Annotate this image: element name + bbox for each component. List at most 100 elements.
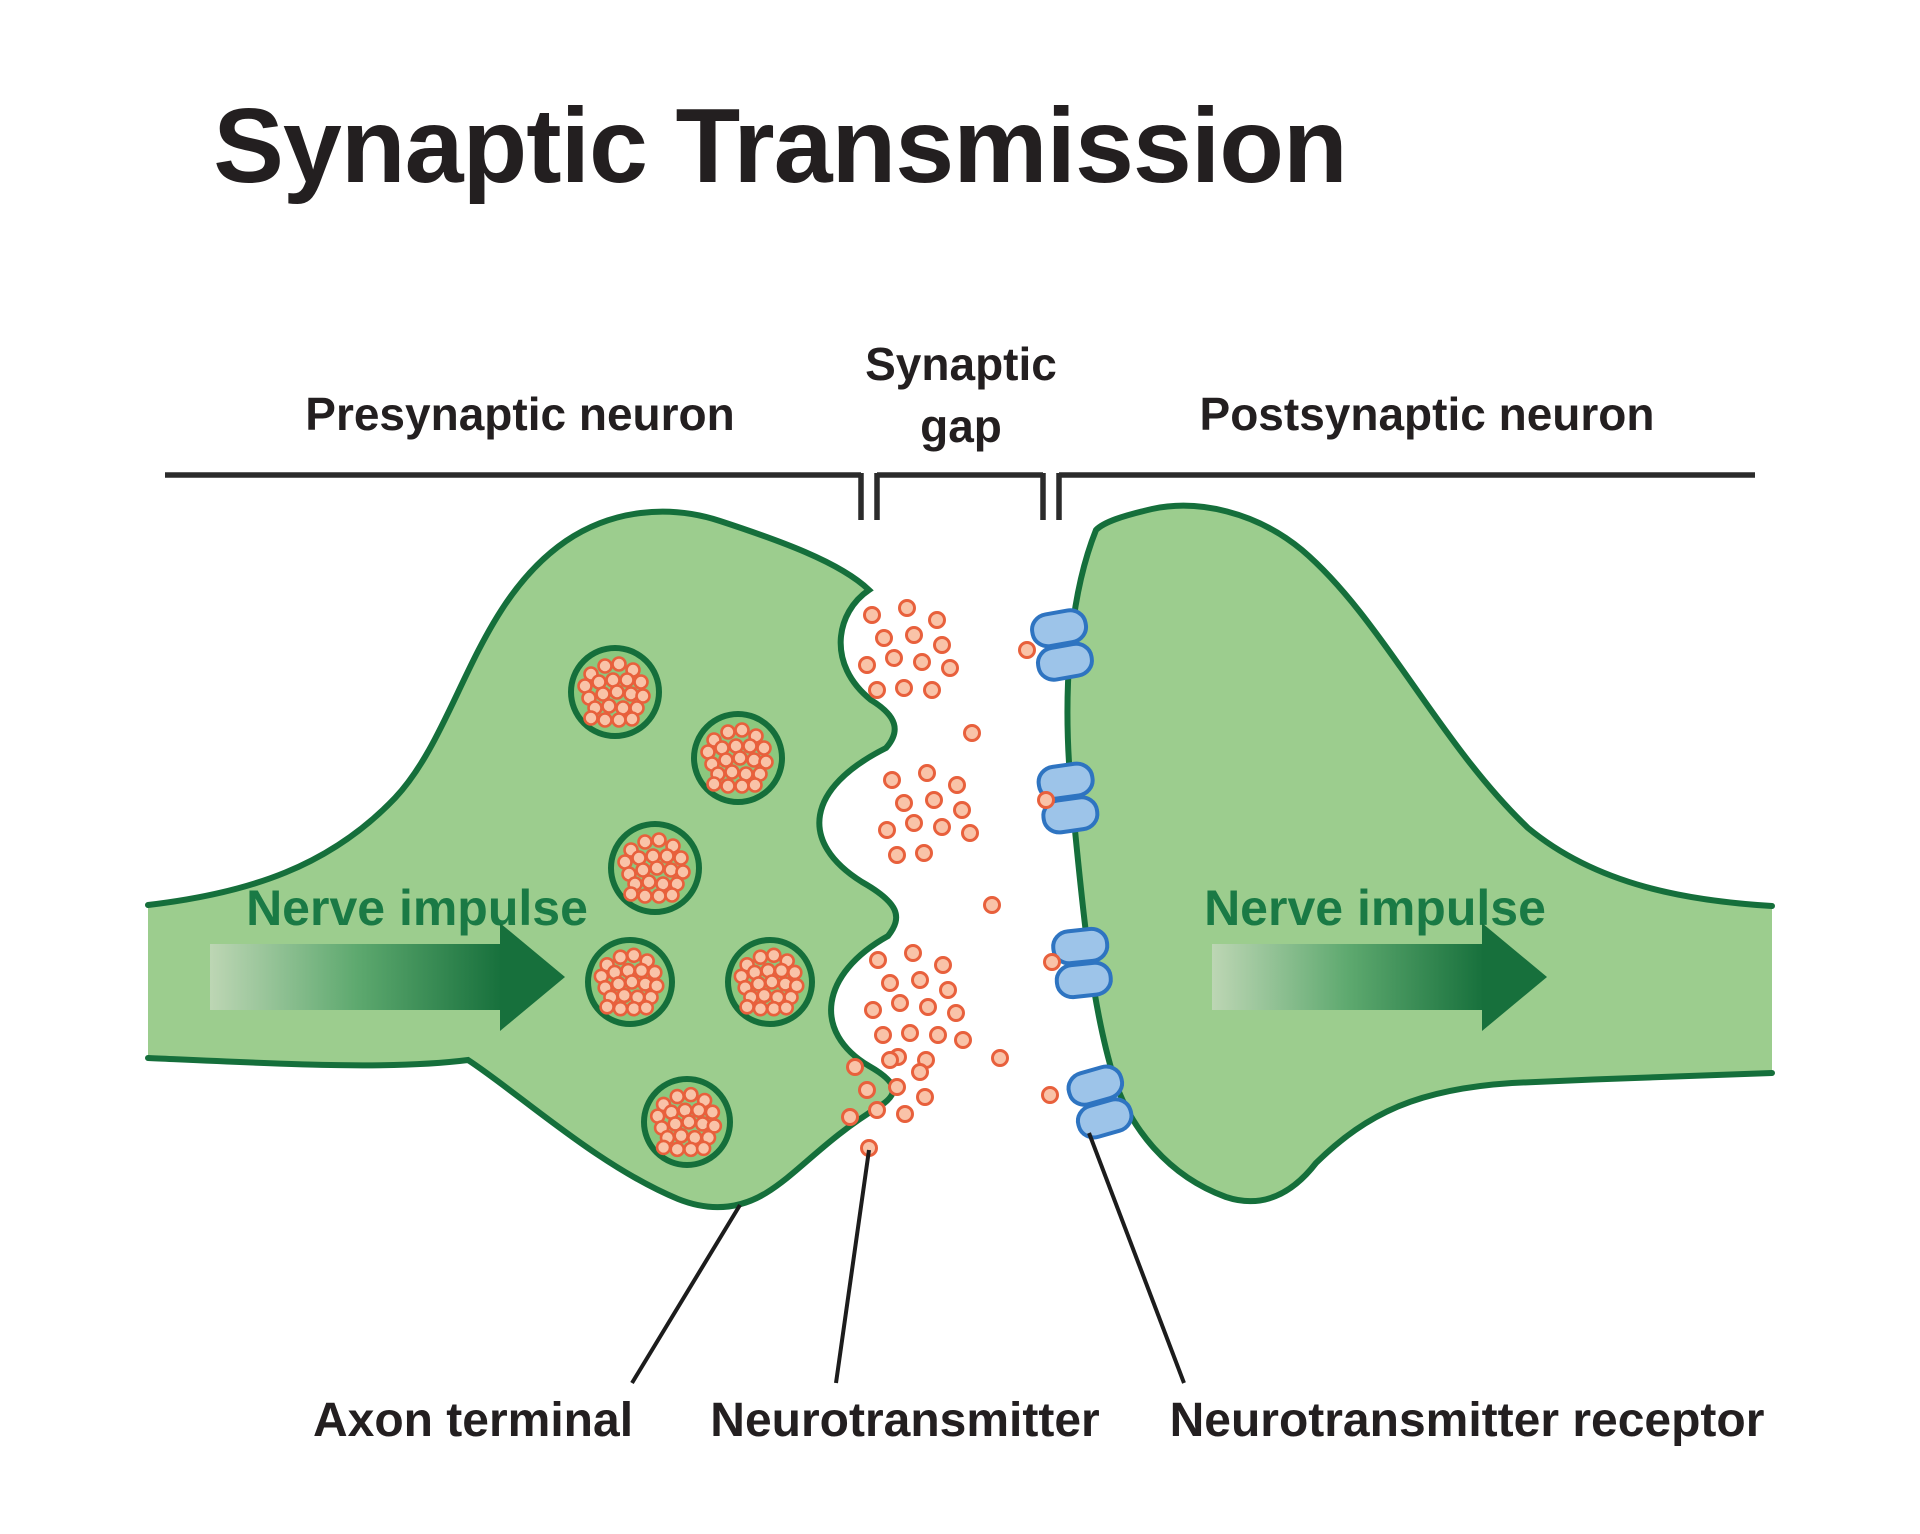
neurotransmitter-molecule [720, 778, 736, 794]
page-title: Synaptic Transmission [213, 87, 1347, 205]
label-neurotransmitter: Neurotransmitter [710, 1394, 1099, 1447]
neurotransmitter-molecule [695, 1140, 712, 1157]
neurotransmitter-molecule [739, 999, 755, 1015]
neurotransmitter-receptor [1036, 761, 1100, 835]
neurotransmitter-molecule [724, 764, 740, 780]
neurotransmitter-molecule [881, 974, 899, 992]
neurotransmitter-molecule [913, 653, 931, 671]
neurotransmitter-molecule [624, 711, 640, 727]
nerve-impulse-label-left: Nerve impulse [246, 880, 588, 936]
neurotransmitter-molecule [881, 1051, 899, 1069]
neurotransmitter-molecule [1041, 1086, 1059, 1104]
neurotransmitter-molecule [868, 1101, 886, 1119]
neurotransmitter-molecule [758, 754, 774, 770]
synaptic-vesicle [725, 937, 815, 1027]
neurotransmitter-molecule [619, 672, 635, 688]
neurotransmitter-molecule [616, 987, 633, 1004]
neurotransmitter-receptors [1030, 608, 1134, 1140]
neurotransmitter-molecule [664, 887, 680, 903]
neurotransmitter-molecule [895, 679, 913, 697]
neurotransmitter-molecule [905, 814, 923, 832]
neurotransmitter-pointer-line [834, 1149, 871, 1384]
presynaptic-neuron [145, 508, 899, 1210]
neurotransmitter-molecule [874, 1026, 892, 1044]
neurotransmitter-molecule [641, 874, 657, 890]
neurotransmitter-receptor [1066, 1064, 1134, 1140]
label-postsynaptic-neuron: Postsynaptic neuron [1200, 388, 1655, 440]
neurotransmitter-molecule [933, 636, 951, 654]
neurotransmitter-molecule [898, 599, 916, 617]
nerve-impulse-arrow-right [1212, 923, 1547, 1031]
neurotransmitter-molecule [756, 987, 773, 1004]
neurotransmitter-molecule [626, 1000, 642, 1017]
neurotransmitter-molecule [649, 860, 665, 876]
neurotransmitter-molecule [888, 846, 906, 864]
synaptic-vesicle [691, 711, 785, 805]
neurotransmitter-molecule [597, 712, 613, 728]
neurotransmitter-molecule [599, 999, 615, 1015]
neurotransmitter-molecule [883, 771, 901, 789]
neurotransmitter-molecule [773, 962, 790, 979]
neurotransmitter-molecule [766, 1000, 782, 1017]
neurotransmitter-molecule [934, 956, 952, 974]
neurotransmitter-molecule [1043, 953, 1061, 971]
neurotransmitter-molecule [764, 974, 780, 990]
neurotransmitter-molecule [911, 1063, 929, 1081]
neurotransmitter-molecule [929, 1026, 947, 1044]
synaptic-vesicle [568, 645, 662, 739]
neurotransmitter-molecule [612, 1000, 629, 1017]
neurotransmitter-molecule [991, 1049, 1009, 1067]
synaptic-vesicle [608, 821, 702, 915]
neurotransmitter-molecule [732, 750, 748, 766]
label-axon-terminal: Axon terminal [313, 1394, 633, 1447]
neurotransmitter-molecule [673, 850, 689, 866]
neurotransmitter-molecule [651, 832, 667, 848]
neurotransmitter-molecule [756, 740, 772, 756]
neurotransmitter-molecule [583, 710, 599, 726]
neurotransmitter-molecule [706, 1118, 723, 1134]
neurotransmitter-molecule [918, 764, 936, 782]
postsynaptic-neuron [1064, 502, 1775, 1205]
neurotransmitter-molecules [841, 599, 1061, 1157]
neurotransmitter-molecule [623, 886, 639, 902]
neurotransmitter-molecule [891, 994, 909, 1012]
neurotransmitter-molecule [846, 1058, 864, 1076]
neurotransmitter-molecule [669, 1141, 686, 1158]
neurotransmitter-molecule [939, 981, 957, 999]
neurotransmitter-molecule [905, 626, 923, 644]
neurotransmitter-molecule [675, 864, 691, 880]
neurotransmitter-molecule [983, 896, 1001, 914]
neurotransmitter-molecule [669, 1088, 686, 1105]
label-synaptic-gap-line1: Synaptic [865, 338, 1057, 390]
section-bracket [165, 472, 1755, 520]
neurotransmitter-molecule [1037, 791, 1055, 809]
pointer-lines [630, 1132, 1186, 1385]
neurotransmitter-molecule [626, 947, 642, 964]
neurotransmitter-molecule [916, 1088, 934, 1106]
receptor-pointer-line [1087, 1132, 1186, 1384]
neurotransmitter-molecule [633, 674, 649, 690]
neurotransmitter-molecule [752, 949, 769, 965]
neurotransmitter-molecule [923, 681, 941, 699]
neurotransmitter-molecule [841, 1108, 859, 1126]
neurotransmitter-receptor [1051, 926, 1113, 1000]
neurotransmitter-molecule [720, 724, 736, 740]
neurotransmitter-molecule [858, 1081, 876, 1099]
neurotransmitter-molecule [635, 688, 651, 704]
neurotransmitter-molecule [963, 724, 981, 742]
neurotransmitter-molecule [901, 1024, 919, 1042]
neurotransmitter-molecule [647, 964, 663, 981]
neurotransmitter-molecule [896, 1105, 914, 1123]
neurotransmitter-molecule [953, 801, 971, 819]
neurotransmitter-molecule [597, 658, 613, 674]
neurotransmitter-molecule [961, 824, 979, 842]
label-neurotransmitter-receptor: Neurotransmitter receptor [1170, 1394, 1765, 1447]
neurotransmitter-receptor [1030, 608, 1094, 682]
neurotransmitter-molecule [609, 684, 625, 700]
neurotransmitter-molecule [1018, 641, 1036, 659]
neurotransmitter-molecule [864, 1001, 882, 1019]
neurotransmitter-molecule [778, 999, 795, 1016]
neurotransmitter-molecule [637, 888, 653, 904]
neurotransmitter-molecule [734, 722, 750, 738]
axon-terminal-pointer-line [630, 1203, 742, 1385]
